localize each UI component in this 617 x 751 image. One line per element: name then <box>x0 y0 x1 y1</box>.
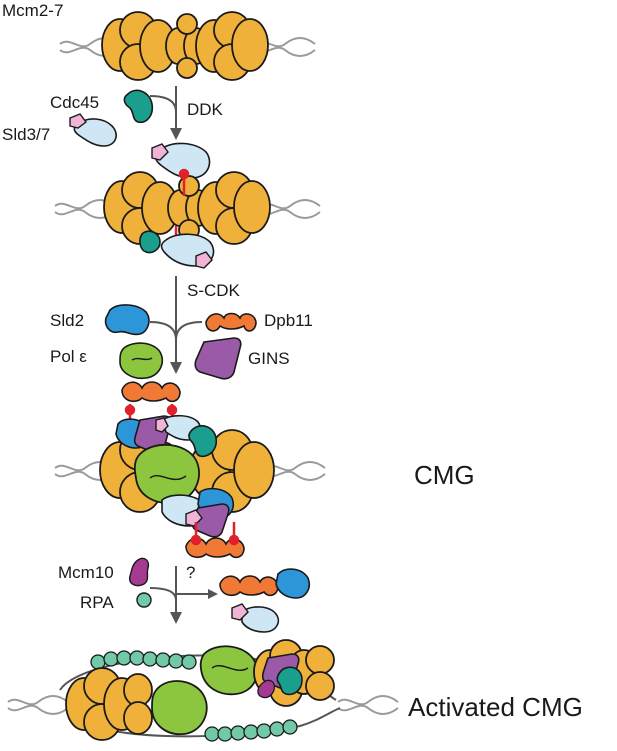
dpb11-bottom-stage3 <box>185 537 245 559</box>
label-question: ? <box>186 563 195 582</box>
sld3-shape <box>73 118 117 147</box>
phospho-marks-stage3-top <box>124 404 178 420</box>
phospho-marks-stage3-bottom <box>190 522 240 546</box>
pol-epsilon-stage3 <box>133 443 200 504</box>
label-ddk: DDK <box>187 100 224 119</box>
cdc45-stage3-top <box>188 425 218 458</box>
pol-epsilon-groove <box>131 357 153 361</box>
mcm2-7-double-hexamer-stage1 <box>101 11 269 81</box>
label-mcm2-7: Mcm2-7 <box>2 1 63 20</box>
gins-shape <box>194 337 242 380</box>
pol-epsilon-shape <box>119 342 164 380</box>
label-rpa: RPA <box>80 593 114 612</box>
label-mcm10: Mcm10 <box>58 563 114 582</box>
dpb11-top-stage3 <box>121 381 181 403</box>
label-s-cdk: S-CDK <box>187 281 241 300</box>
pol-epsilon-middle-stage4 <box>151 680 208 736</box>
label-cdc45: Cdc45 <box>50 93 99 112</box>
rpa-beads-bottom <box>204 719 298 742</box>
cdc45-shape <box>123 89 154 124</box>
arrow-scdk <box>149 276 203 374</box>
sld7-top-stage3 <box>155 417 169 433</box>
dpb11-released <box>219 575 279 597</box>
label-pol-epsilon: Pol ε <box>50 347 87 366</box>
label-gins: GINS <box>248 349 290 368</box>
cdc45-stage4 <box>276 666 303 696</box>
sld3-released <box>241 606 280 633</box>
sld7-top-stage2 <box>151 143 169 161</box>
arrow-mcm10-rpa <box>149 566 218 624</box>
arrow-ddk <box>149 86 182 140</box>
pol-epsilon-top-stage4 <box>199 645 258 696</box>
sld7-bottom-stage3 <box>185 509 203 527</box>
cdc45-stage2 <box>139 230 161 254</box>
mcm10-stage4 <box>257 679 276 699</box>
rpa-beads-top <box>90 650 197 670</box>
sld2-released <box>275 568 311 599</box>
label-cmg: CMG <box>414 460 475 490</box>
label-dpb11: Dpb11 <box>264 311 313 330</box>
sld7-bottom-stage2 <box>195 251 213 269</box>
sld7-shape <box>69 113 87 129</box>
label-activated-cmg: Activated CMG <box>408 692 583 722</box>
mcm10-shape <box>129 557 150 587</box>
mcm-left-stage4 <box>65 667 153 741</box>
label-sld3-7: Sld3/7 <box>2 125 50 144</box>
rpa-shape <box>136 592 152 608</box>
pol-epsilon-groove-stage3 <box>149 475 187 481</box>
label-sld2: Sld2 <box>50 311 84 330</box>
dna-stage4 <box>7 695 399 715</box>
sld7-released <box>231 603 249 621</box>
dpb11-shape <box>205 312 257 332</box>
mcm2-7-double-hexamer-stage2 <box>103 171 271 245</box>
pol-epsilon-top-groove <box>211 665 249 671</box>
sld2-shape <box>104 304 150 336</box>
